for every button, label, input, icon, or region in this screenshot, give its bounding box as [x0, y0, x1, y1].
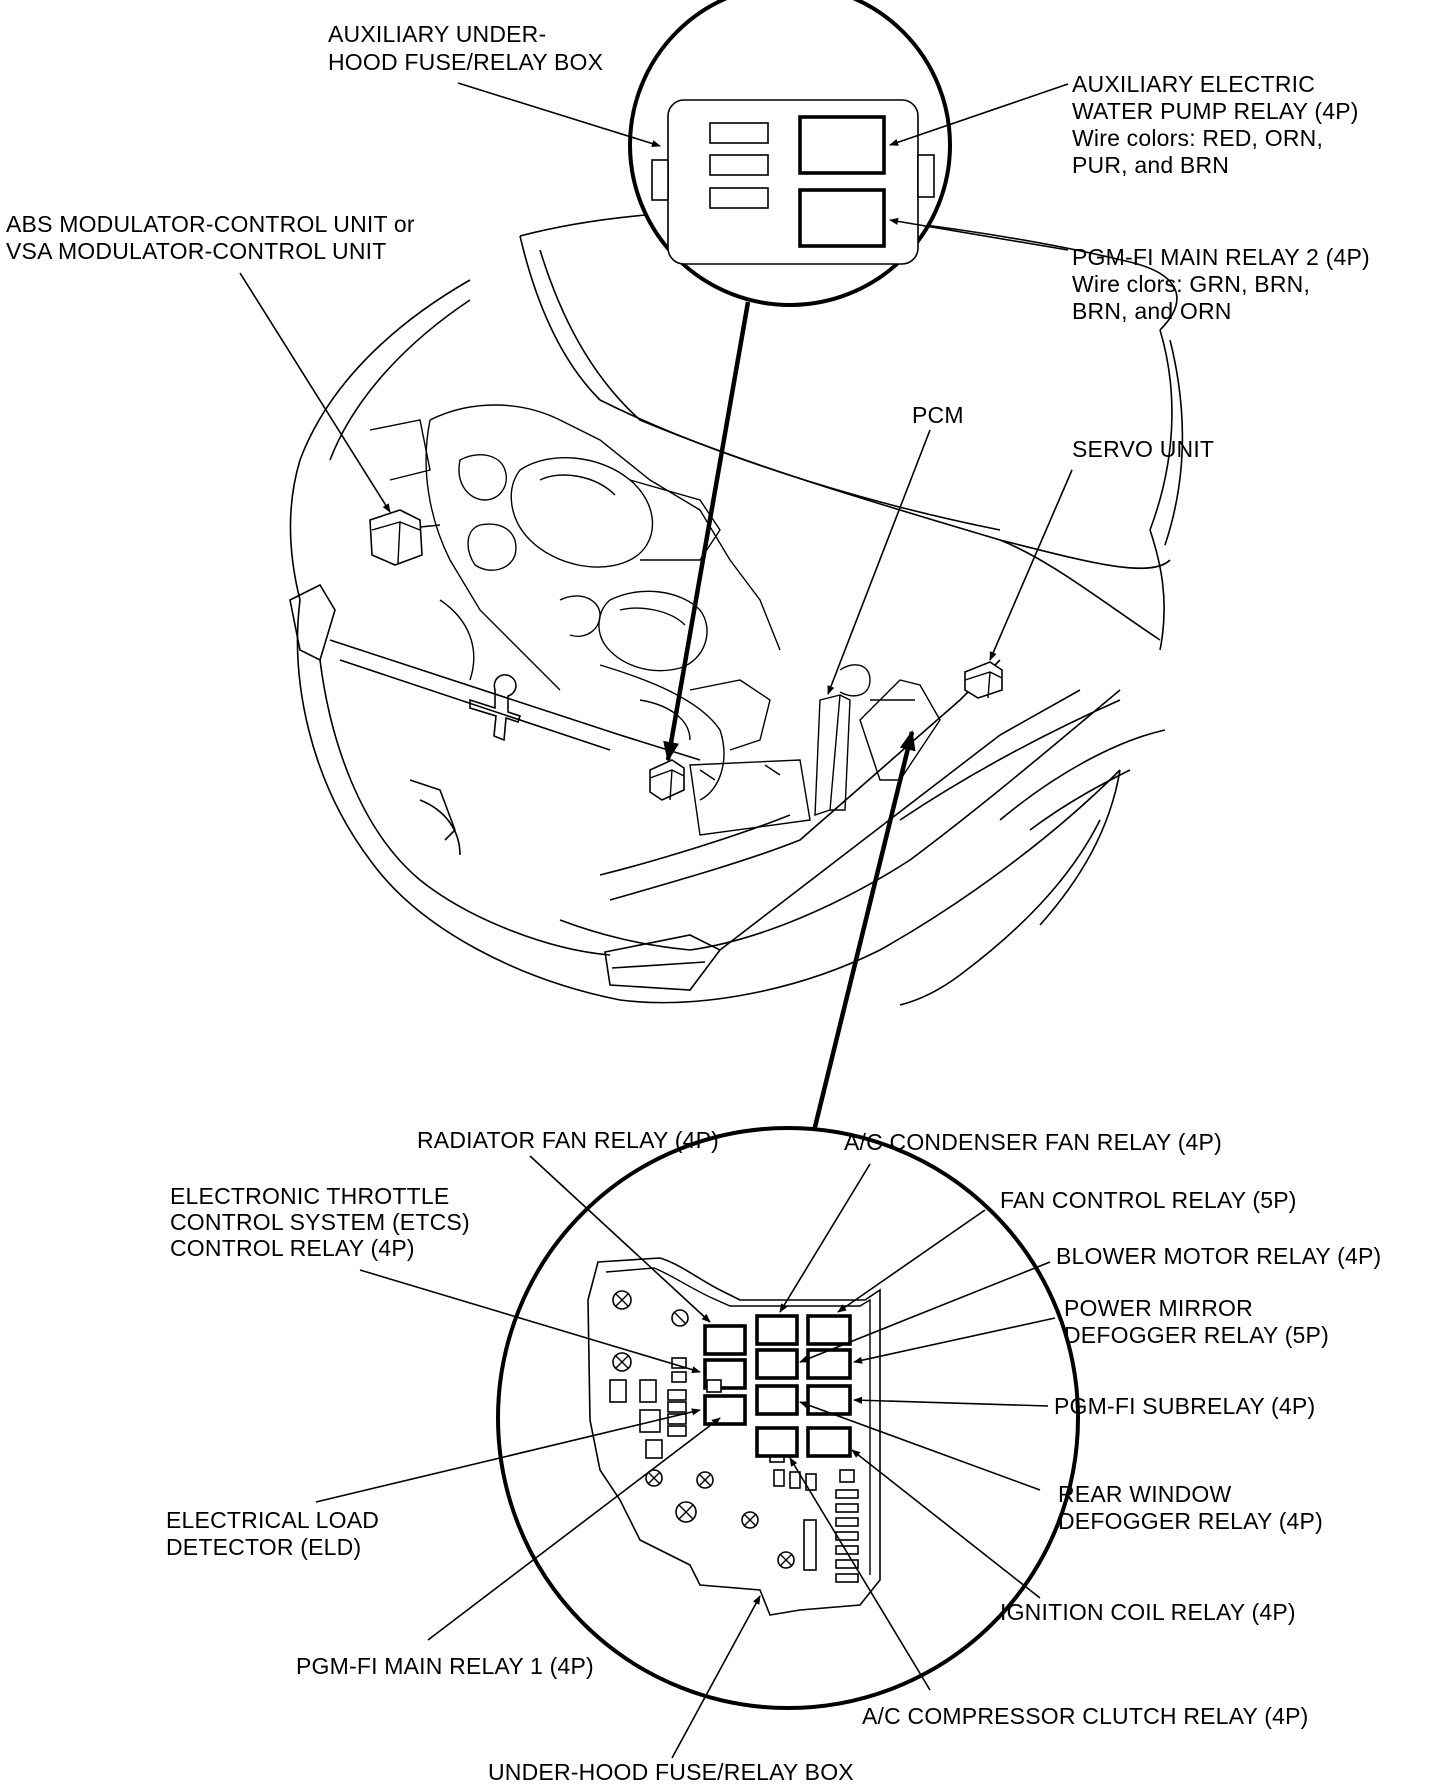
label-servo-unit: SERVO UNIT — [1072, 436, 1214, 462]
rear-window-relay-box — [755, 1384, 799, 1416]
ignition-coil-relay-box — [806, 1426, 852, 1458]
car-illustration — [289, 210, 1184, 1006]
aux-box-bold-leader — [663, 301, 751, 762]
label-aux-fuse-box: AUXILIARY UNDER- HOOD FUSE/RELAY BOX — [328, 21, 603, 75]
leader-lines — [239, 82, 1073, 1759]
label-power-mirror-relay: POWER MIRROR DEFOGGER RELAY (5P) — [1064, 1295, 1329, 1348]
ac-condenser-fan-relay-box — [755, 1314, 799, 1346]
aux-water-pump-relay-box — [798, 115, 886, 175]
label-ac-condenser-fan-relay: A/C CONDENSER FAN RELAY (4P) — [844, 1129, 1222, 1155]
under-hood-box-bold-leader — [797, 730, 916, 1189]
label-pgm-fi-subrelay: PGM-FI SUBRELAY (4P) — [1054, 1393, 1315, 1419]
power-mirror-relay-box — [806, 1348, 852, 1380]
radiator-fan-relay-box — [703, 1324, 747, 1356]
aux-fuse-box-magnifier — [628, 0, 952, 307]
label-under-hood-fuse-box: UNDER-HOOD FUSE/RELAY BOX — [488, 1759, 854, 1785]
label-ignition-coil-relay: IGNITION COIL RELAY (4P) — [1000, 1599, 1296, 1625]
label-pgm-fi-main-relay-2: PGM-FI MAIN RELAY 2 (4P) Wire clors: GRN… — [1072, 244, 1377, 324]
label-blower-motor-relay: BLOWER MOTOR RELAY (4P) — [1056, 1243, 1381, 1269]
label-pgm-fi-main-relay-1: PGM-FI MAIN RELAY 1 (4P) — [296, 1653, 594, 1679]
pgm-fi-main-relay-2-box — [798, 188, 886, 248]
ac-compressor-relay-box — [755, 1426, 799, 1458]
pgm-fi-subrelay-box — [806, 1384, 852, 1416]
label-radiator-fan-relay: RADIATOR FAN RELAY (4P) — [417, 1127, 719, 1153]
blower-motor-relay-box — [755, 1348, 799, 1380]
label-eld: ELECTRICAL LOAD DETECTOR (ELD) — [166, 1507, 386, 1560]
label-fan-control-relay: FAN CONTROL RELAY (5P) — [1000, 1187, 1297, 1213]
label-aux-water-pump-relay: AUXILIARY ELECTRIC WATER PUMP RELAY (4P)… — [1072, 71, 1365, 178]
label-etcs-relay: ELECTRONIC THROTTLE CONTROL SYSTEM (ETCS… — [170, 1183, 476, 1261]
label-abs-modulator: ABS MODULATOR-CONTROL UNIT or VSA MODULA… — [6, 211, 421, 264]
label-ac-compressor-relay: A/C COMPRESSOR CLUTCH RELAY (4P) — [862, 1703, 1308, 1729]
under-hood-fuse-box-magnifier — [496, 1126, 1080, 1710]
eld-box — [703, 1394, 747, 1426]
fan-control-relay-box — [806, 1314, 852, 1346]
label-pcm: PCM — [912, 402, 964, 428]
label-rear-window-relay: REAR WINDOW DEFOGGER RELAY (4P) — [1058, 1481, 1323, 1534]
